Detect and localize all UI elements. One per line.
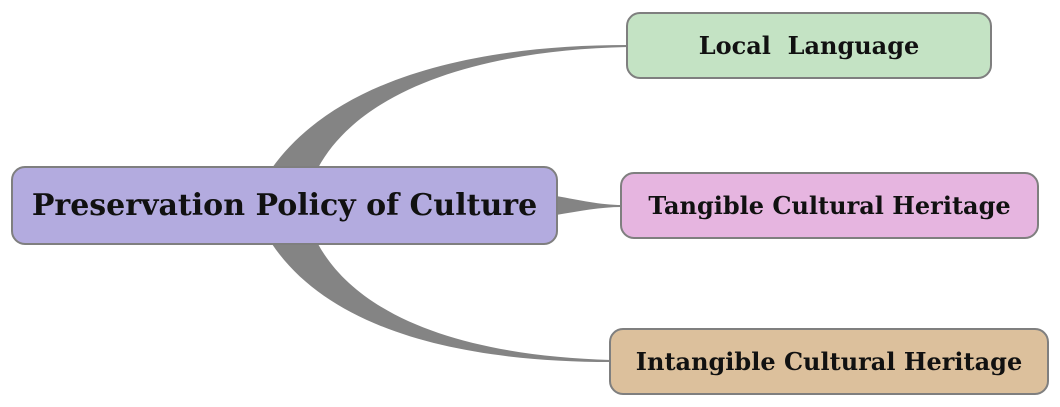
connector-intangible-heritage — [272, 244, 611, 362]
connector-tangible-heritage — [556, 196, 622, 215]
branch-node-label: Local Language — [698, 31, 920, 60]
branch-node-tangible-heritage[interactable]: Tangible Cultural Heritage — [620, 172, 1039, 239]
branch-node-local-language[interactable]: Local Language — [626, 12, 992, 79]
root-node-label: Preservation Policy of Culture — [31, 188, 538, 223]
root-node[interactable]: Preservation Policy of Culture — [11, 166, 558, 245]
branch-node-label: Intangible Cultural Heritage — [635, 347, 1023, 376]
branch-node-intangible-heritage[interactable]: Intangible Cultural Heritage — [609, 328, 1049, 395]
connector-local-language — [272, 45, 628, 168]
branch-node-label: Tangible Cultural Heritage — [648, 191, 1011, 220]
